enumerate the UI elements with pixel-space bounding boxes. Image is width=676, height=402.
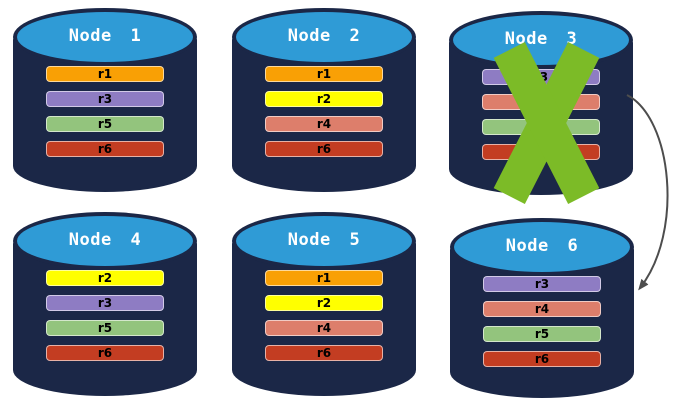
replica-label: r6 xyxy=(316,142,332,156)
cylinder-top: Node 1 xyxy=(13,8,197,66)
db-node-6: Node 6 r3 r4 r5 r6 xyxy=(450,218,634,398)
cylinder-top: Node 6 xyxy=(450,218,634,276)
replica-label: r1 xyxy=(316,271,332,285)
replica-row: r6 xyxy=(46,345,164,361)
replica-label: r1 xyxy=(97,67,113,81)
replica-label: r2 xyxy=(97,271,113,285)
replica-label: r2 xyxy=(316,92,332,106)
replica-rows: r3 r4 r5 r6 xyxy=(483,276,601,367)
replica-row: r5 xyxy=(46,320,164,336)
cylinder-top: Node 4 xyxy=(13,212,197,270)
cylinder-top: Node 3 xyxy=(449,11,633,69)
node-title: Node 2 xyxy=(287,26,361,46)
replica-row xyxy=(482,94,600,110)
replica-row: r3 xyxy=(46,295,164,311)
replica-label: r6 xyxy=(534,352,550,366)
replica-label: r3 xyxy=(533,70,549,84)
replica-label: r3 xyxy=(97,296,113,310)
replica-row: r4 xyxy=(265,116,383,132)
replica-row: r2 xyxy=(265,91,383,107)
node-title: Node 3 xyxy=(504,29,578,49)
node-title: Node 6 xyxy=(505,236,579,256)
replica-rows: r3 xyxy=(482,69,600,160)
replica-label: r3 xyxy=(97,92,113,106)
replica-label: r4 xyxy=(534,302,550,316)
replica-row: r3 xyxy=(483,276,601,292)
db-node-2: Node 2 r1 r2 r4 r6 xyxy=(232,8,416,192)
replica-label: r6 xyxy=(316,346,332,360)
replica-label: r5 xyxy=(97,117,113,131)
replica-rows: r1 r2 r4 r6 xyxy=(265,66,383,157)
db-node-1: Node 1 r1 r3 r5 r6 xyxy=(13,8,197,192)
node-title: Node 1 xyxy=(68,26,142,46)
cylinder-top: Node 2 xyxy=(232,8,416,66)
replica-row: r3 xyxy=(482,69,600,85)
db-node-5: Node 5 r1 r2 r4 r6 xyxy=(232,212,416,396)
replica-row xyxy=(482,119,600,135)
replica-row: r3 xyxy=(46,91,164,107)
replica-row: r2 xyxy=(46,270,164,286)
replica-row: r1 xyxy=(46,66,164,82)
replica-label: r6 xyxy=(97,346,113,360)
replica-row: r5 xyxy=(483,326,601,342)
replica-row xyxy=(482,144,600,160)
replica-row: r5 xyxy=(46,116,164,132)
replica-label: r4 xyxy=(316,321,332,335)
replica-row: r1 xyxy=(265,66,383,82)
replica-row: r1 xyxy=(265,270,383,286)
replica-rows: r1 r3 r5 r6 xyxy=(46,66,164,157)
replica-row: r6 xyxy=(265,345,383,361)
replica-rows: r1 r2 r4 r6 xyxy=(265,270,383,361)
replica-rows: r2 r3 r5 r6 xyxy=(46,270,164,361)
replica-row: r2 xyxy=(265,295,383,311)
db-node-3: Node 3 r3 xyxy=(449,11,633,205)
replica-label: r6 xyxy=(97,142,113,156)
replica-row: r4 xyxy=(483,301,601,317)
replica-row: r4 xyxy=(265,320,383,336)
db-node-4: Node 4 r2 r3 r5 r6 xyxy=(13,212,197,396)
replica-row: r6 xyxy=(46,141,164,157)
replica-label: r4 xyxy=(316,117,332,131)
replica-row: r6 xyxy=(265,141,383,157)
cylinder-top: Node 5 xyxy=(232,212,416,270)
replica-label: r3 xyxy=(534,277,550,291)
replica-label: r5 xyxy=(97,321,113,335)
node-title: Node 5 xyxy=(287,230,361,250)
replica-row: r6 xyxy=(483,351,601,367)
node-title: Node 4 xyxy=(68,230,142,250)
replica-label: r2 xyxy=(316,296,332,310)
replica-label: r5 xyxy=(534,327,550,341)
replica-label: r1 xyxy=(316,67,332,81)
